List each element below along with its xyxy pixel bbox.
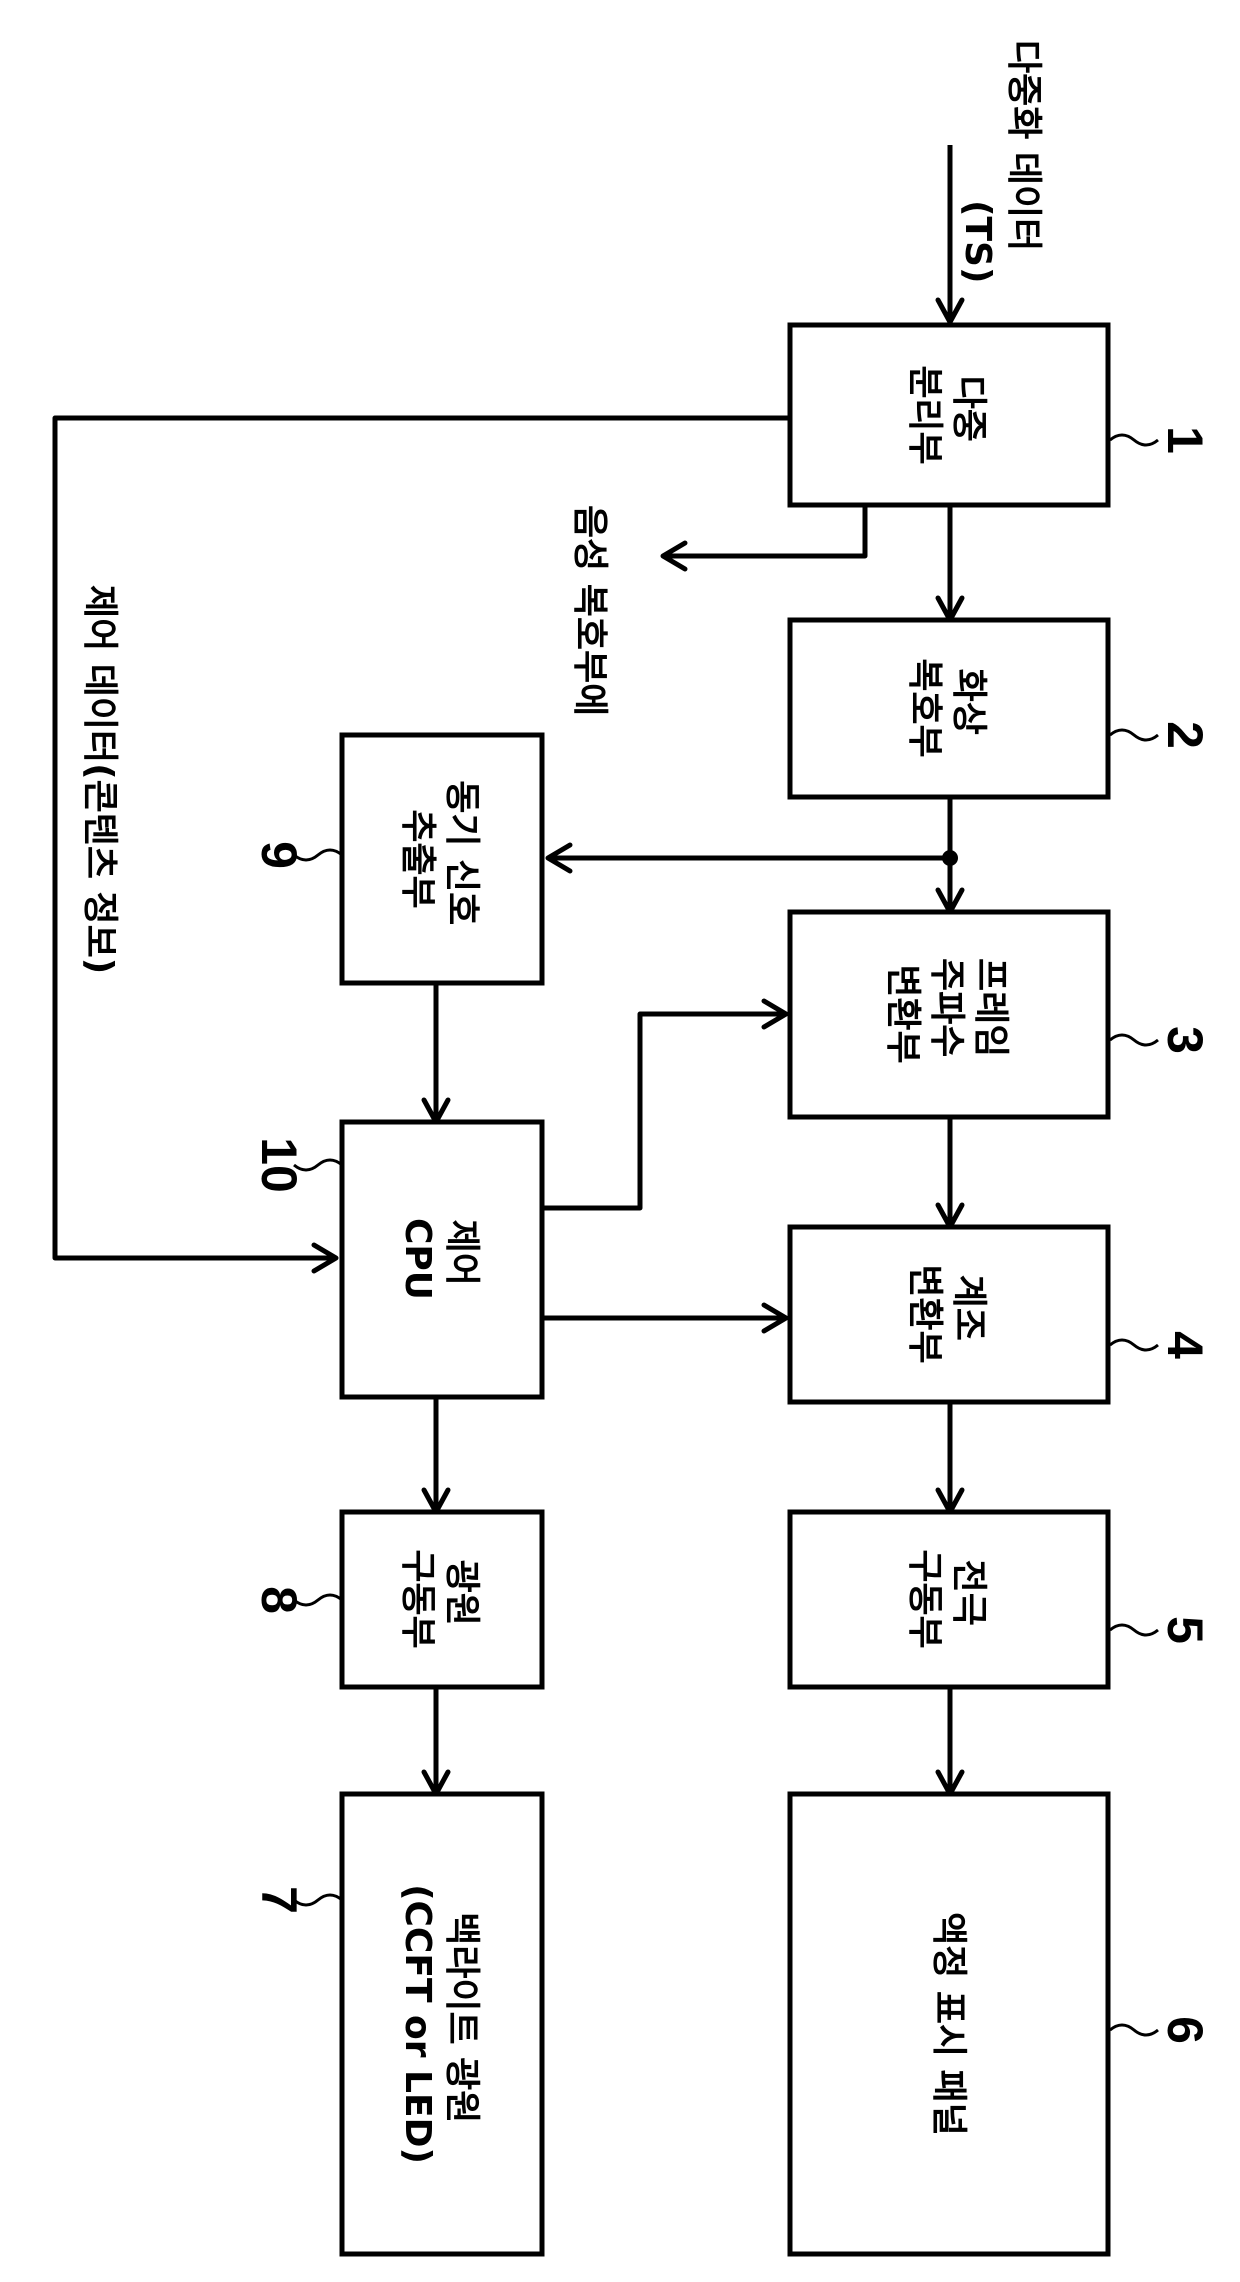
label-block-10-line1: 제어	[441, 1220, 482, 1286]
label-block-3-line2: 주파수	[926, 958, 967, 1057]
label-block-1-line1: 다중	[948, 376, 989, 442]
label-block-7-line2: (CCFT or LED)	[397, 1884, 438, 2164]
label-block-3-line1: 프레임	[970, 958, 1011, 1057]
ref-number-5: 5	[1157, 1616, 1213, 1644]
label-block-4-line2: 변환부	[904, 1264, 945, 1363]
label-block-10-line2: CPU	[397, 1218, 438, 1300]
ref-number-7: 7	[251, 1886, 307, 1914]
label-block-6-line1: 액정 표시 패널	[928, 1912, 969, 2136]
label-block-2-line2: 복호부	[904, 658, 945, 757]
junction-dot	[942, 850, 958, 866]
label-block-2-line1: 화상	[948, 669, 989, 735]
ref-number-1: 1	[1157, 426, 1213, 454]
input-ts-label-line2: (TS)	[957, 200, 998, 283]
label-block-9-line2: 추출부	[397, 809, 438, 908]
ref-number-2: 2	[1157, 721, 1213, 749]
label-block-1-line2: 분리부	[904, 365, 945, 464]
label-block-8-line2: 구동부	[397, 1549, 438, 1648]
label-block-5-line1: 전극	[948, 1560, 989, 1626]
label-block-7-line1: 백라이트 광원	[441, 1912, 482, 2123]
label-block-3-line3: 변환부	[882, 964, 923, 1063]
input-data-label: 다중화 데이터	[1003, 40, 1044, 251]
leader-5	[1110, 1625, 1158, 1635]
label-block-8-line1: 광원	[441, 1560, 482, 1626]
ref-number-9: 9	[251, 841, 307, 869]
input-ts-label: (TS)	[957, 200, 998, 283]
ref-number-4: 4	[1157, 1331, 1213, 1359]
label-block-3: 프레임 주파수 변환부	[882, 958, 1011, 1070]
label-block-9-line1: 동기 신호	[441, 780, 482, 925]
ref-number-10: 10	[251, 1137, 307, 1193]
ref-number-3: 3	[1157, 1026, 1213, 1054]
ref-number-6: 6	[1157, 2016, 1213, 2044]
line-10-3	[543, 1014, 786, 1208]
leader-1	[1110, 435, 1158, 445]
control-data-label: 제어 데이터(콘텐츠 정보)	[79, 585, 120, 974]
leader-3	[1110, 1035, 1158, 1045]
line-audio	[663, 505, 865, 556]
audio-decoder-label: 음성 복호부에	[569, 505, 610, 716]
leader-2	[1110, 730, 1158, 740]
ref-number-8: 8	[251, 1586, 307, 1614]
label-block-4-line1: 계조	[948, 1275, 989, 1341]
input-data-label-line1: 다중화 데이터	[1003, 40, 1044, 251]
label-block-5-line2: 구동부	[904, 1549, 945, 1648]
leader-4	[1110, 1340, 1158, 1350]
leader-6	[1110, 2025, 1158, 2035]
label-block-6: 액정 표시 패널	[928, 1912, 969, 2136]
